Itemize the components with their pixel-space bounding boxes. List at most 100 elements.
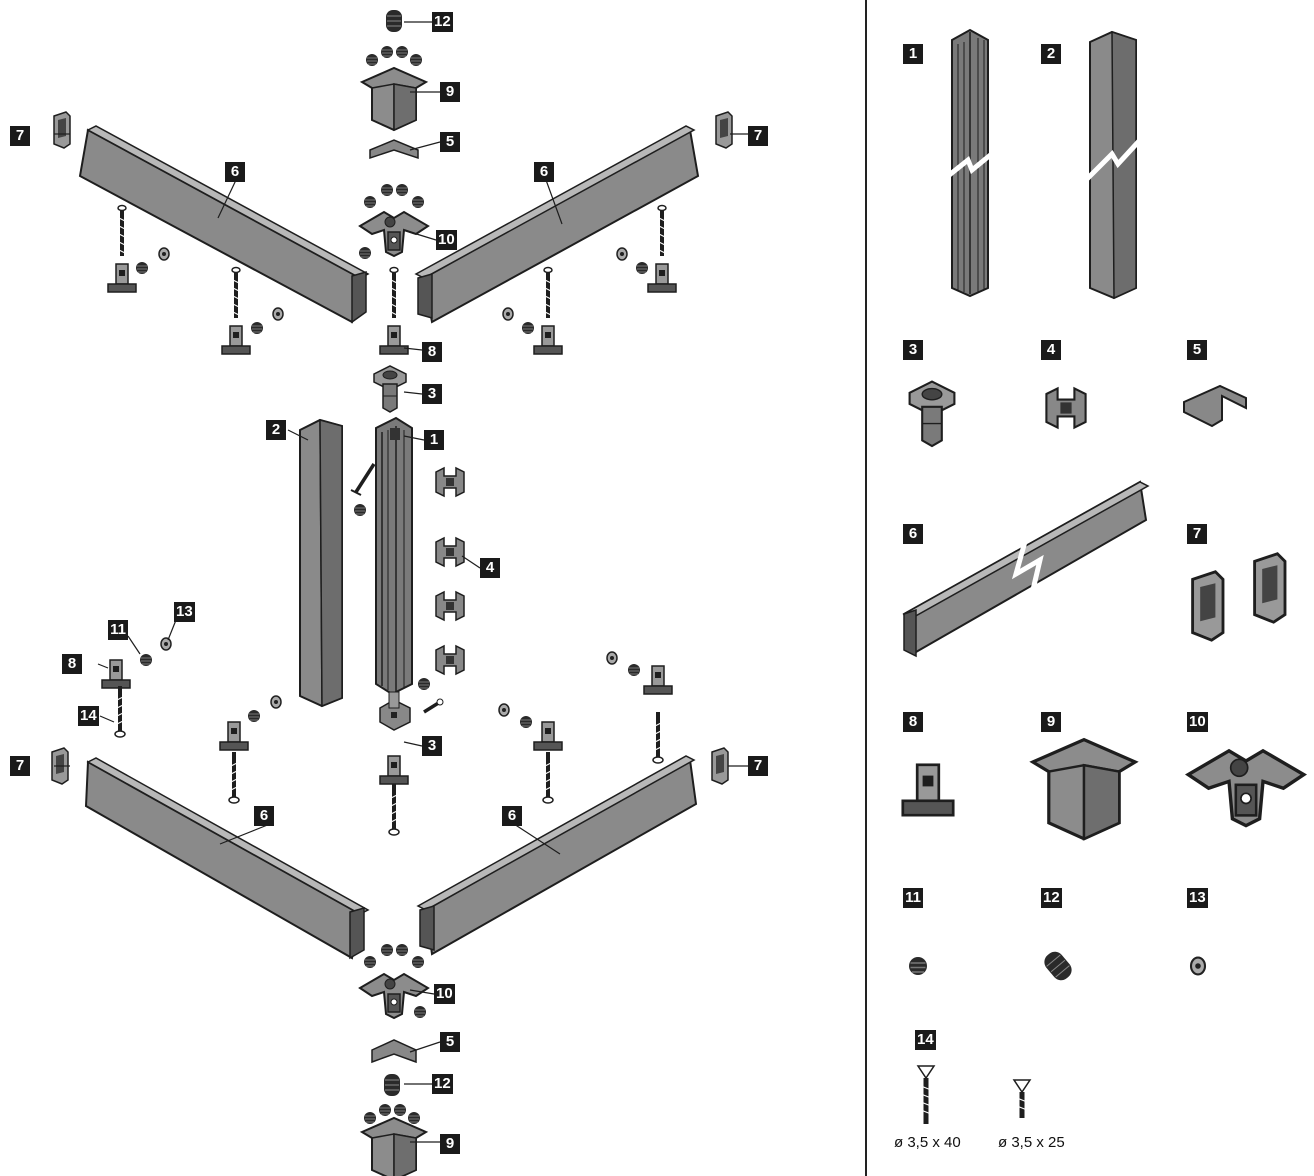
- tag-5-top: 5: [440, 132, 460, 152]
- part-7-end-cap-a: [1191, 570, 1225, 642]
- clip-4-b: [435, 537, 465, 567]
- part-5-strip: [1183, 384, 1247, 428]
- screw-upper-c: [388, 265, 400, 320]
- nut-profile-left: [353, 503, 367, 517]
- foot-upper-d-8: [533, 325, 563, 355]
- grub-screw-top-12: [386, 10, 402, 32]
- corner-strip-top-5: [369, 139, 419, 160]
- legend-tag-8: 8: [903, 712, 923, 732]
- clip-4-d: [435, 645, 465, 675]
- corner-cap-top-9: [361, 67, 427, 131]
- nut-lower-a: [247, 709, 261, 723]
- nut-lower-bracket: [413, 1005, 427, 1019]
- tag-9-top: 9: [440, 82, 460, 102]
- tag-12-lower: 12: [432, 1074, 453, 1094]
- tag-14-left: 14: [78, 706, 99, 726]
- tag-13-left: 13: [174, 602, 195, 622]
- end-cap-upper-right-7: [715, 111, 733, 149]
- screw-lower-a: [227, 750, 241, 805]
- legend-tag-6: 6: [903, 524, 923, 544]
- panel-upper-left-6: [78, 125, 370, 324]
- tag-1-assembly: 1: [424, 430, 444, 450]
- nut-upper-center: [358, 246, 372, 260]
- screw-angled-lower: [423, 698, 444, 714]
- tag-7-upper-right: 7: [748, 126, 768, 146]
- tag-10-lower: 10: [434, 984, 455, 1004]
- tag-9-bottom: 9: [440, 1134, 460, 1154]
- tag-6-upper-left: 6: [225, 162, 245, 182]
- washer-lower-c: [606, 651, 618, 665]
- tag-8-left: 8: [62, 654, 82, 674]
- part-7-end-cap-b: [1253, 552, 1287, 624]
- screw-long-size-label: ø 3,5 x 40: [894, 1134, 961, 1151]
- part-10-corner-bracket: [1186, 749, 1306, 828]
- nut-lower-profile: [417, 677, 431, 691]
- nuts-upper-cluster: [363, 183, 425, 209]
- foot-upper-b-8: [221, 325, 251, 355]
- legend-tag-4: 4: [1041, 340, 1061, 360]
- foot-lower-a-8: [219, 721, 249, 751]
- screw-upper-a: [116, 203, 128, 258]
- end-cap-lower-right-7: [711, 747, 729, 785]
- tag-6-upper-right: 6: [534, 162, 554, 182]
- nuts-lower-cluster: [363, 943, 425, 969]
- tag-11-left: 11: [108, 620, 128, 640]
- screw-angled-profile: [350, 463, 376, 496]
- screw-lower-c: [651, 710, 665, 765]
- clip-4-a: [435, 467, 465, 497]
- legend-tag-7: 7: [1187, 524, 1207, 544]
- nut-upper-e: [635, 261, 649, 275]
- end-cap-upper-left-7: [53, 111, 71, 149]
- part-9-corner-cap: [1031, 737, 1137, 841]
- nuts-top-cluster: [365, 45, 423, 67]
- washer-upper-d: [502, 307, 514, 321]
- screw-upper-e: [656, 203, 668, 258]
- tag-2-assembly: 2: [266, 420, 286, 440]
- washer-upper-b: [272, 307, 284, 321]
- washer-left-13: [160, 637, 172, 651]
- legend-tag-5: 5: [1187, 340, 1207, 360]
- legend-tag-3: 3: [903, 340, 923, 360]
- legend-tag-14: 14: [915, 1030, 936, 1050]
- part-6-panel: [902, 480, 1150, 658]
- washer-upper-a: [158, 247, 170, 261]
- foot-lower-center-8: [379, 755, 409, 785]
- panel-upper-right-6: [414, 125, 700, 324]
- tag-7-lower-right: 7: [748, 756, 768, 776]
- nut-upper-a: [135, 261, 149, 275]
- legend-tag-1: 1: [903, 44, 923, 64]
- screw-upper-b: [230, 265, 242, 320]
- legend-tag-11: 11: [903, 888, 923, 908]
- connector-upper-3: [373, 365, 407, 413]
- washer-upper-e: [616, 247, 628, 261]
- part-12-grub-screw: [1044, 951, 1072, 981]
- tag-10-upper: 10: [436, 230, 457, 250]
- clip-4-c: [435, 591, 465, 621]
- legend-tag-10: 10: [1187, 712, 1208, 732]
- panel-divider: [865, 0, 867, 1176]
- tag-12-top: 12: [432, 12, 453, 32]
- washer-lower-b: [498, 703, 510, 717]
- foot-upper-e-8: [647, 263, 677, 293]
- part-4-clip: [1045, 387, 1087, 429]
- cover-profile-2: [299, 418, 343, 708]
- corner-cap-bottom-9: [361, 1117, 427, 1176]
- tag-3-lower: 3: [422, 736, 442, 756]
- foot-lower-b-8: [533, 721, 563, 751]
- part-1-profile: [946, 28, 996, 298]
- panel-lower-left-6: [84, 757, 370, 960]
- nut-left-11: [139, 653, 153, 667]
- leader-lines: [54, 21, 748, 1143]
- tag-7-lower-left: 7: [10, 756, 30, 776]
- legend-tag-12: 12: [1041, 888, 1062, 908]
- part-3-connector: [908, 380, 956, 448]
- nut-lower-c: [627, 663, 641, 677]
- foot-left-8: [101, 659, 131, 689]
- foot-upper-a-8: [107, 263, 137, 293]
- tag-4-assembly: 4: [480, 558, 500, 578]
- part-11-nut: [908, 956, 928, 976]
- nut-upper-b: [250, 321, 264, 335]
- legend-tag-9: 9: [1041, 712, 1061, 732]
- panel-lower-right-6: [416, 755, 698, 956]
